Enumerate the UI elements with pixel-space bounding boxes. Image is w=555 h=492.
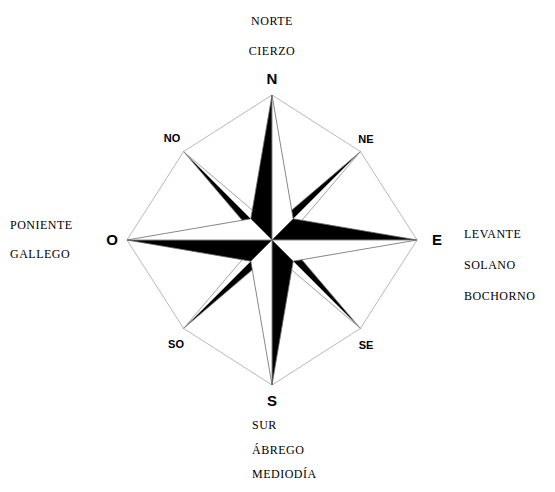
- wind-name: NORTE: [251, 15, 293, 29]
- arm-half: [272, 240, 293, 385]
- direction-letter: O: [106, 231, 118, 248]
- guide-line: [272, 95, 360, 152]
- direction-letter: SO: [168, 338, 184, 351]
- wind-name: CIERZO: [249, 45, 295, 59]
- arm-half: [127, 219, 272, 240]
- arm-half: [251, 95, 272, 240]
- arm-half: [272, 219, 417, 240]
- main-arms: [127, 95, 417, 385]
- guide-line: [184, 328, 272, 385]
- arm-half: [272, 240, 417, 261]
- guide-line: [272, 328, 360, 385]
- wind-name: MEDIODÍA: [252, 468, 317, 482]
- wind-name: BOCHORNO: [464, 290, 535, 304]
- direction-letter: SE: [359, 339, 374, 352]
- direction-letter: N: [267, 70, 278, 87]
- wind-name: PONIENTE: [10, 219, 73, 233]
- wind-name: ÁBREGO: [252, 444, 304, 458]
- wind-name: GALLEGO: [10, 248, 70, 262]
- guide-line: [360, 152, 417, 240]
- arm-half: [127, 240, 272, 261]
- guide-lines: [127, 95, 417, 385]
- wind-name: SUR: [252, 419, 277, 433]
- arm-half: [251, 240, 272, 385]
- guide-line: [127, 240, 184, 328]
- arm-half: [272, 95, 293, 240]
- guide-line: [184, 95, 272, 152]
- wind-name: LEVANTE: [464, 228, 521, 242]
- direction-letter: S: [267, 392, 277, 409]
- guide-line: [360, 240, 417, 328]
- direction-letter: NE: [358, 133, 373, 146]
- direction-letter: E: [432, 231, 442, 248]
- direction-letter: NO: [164, 132, 181, 145]
- guide-line: [127, 152, 184, 240]
- wind-name: SOLANO: [464, 259, 516, 273]
